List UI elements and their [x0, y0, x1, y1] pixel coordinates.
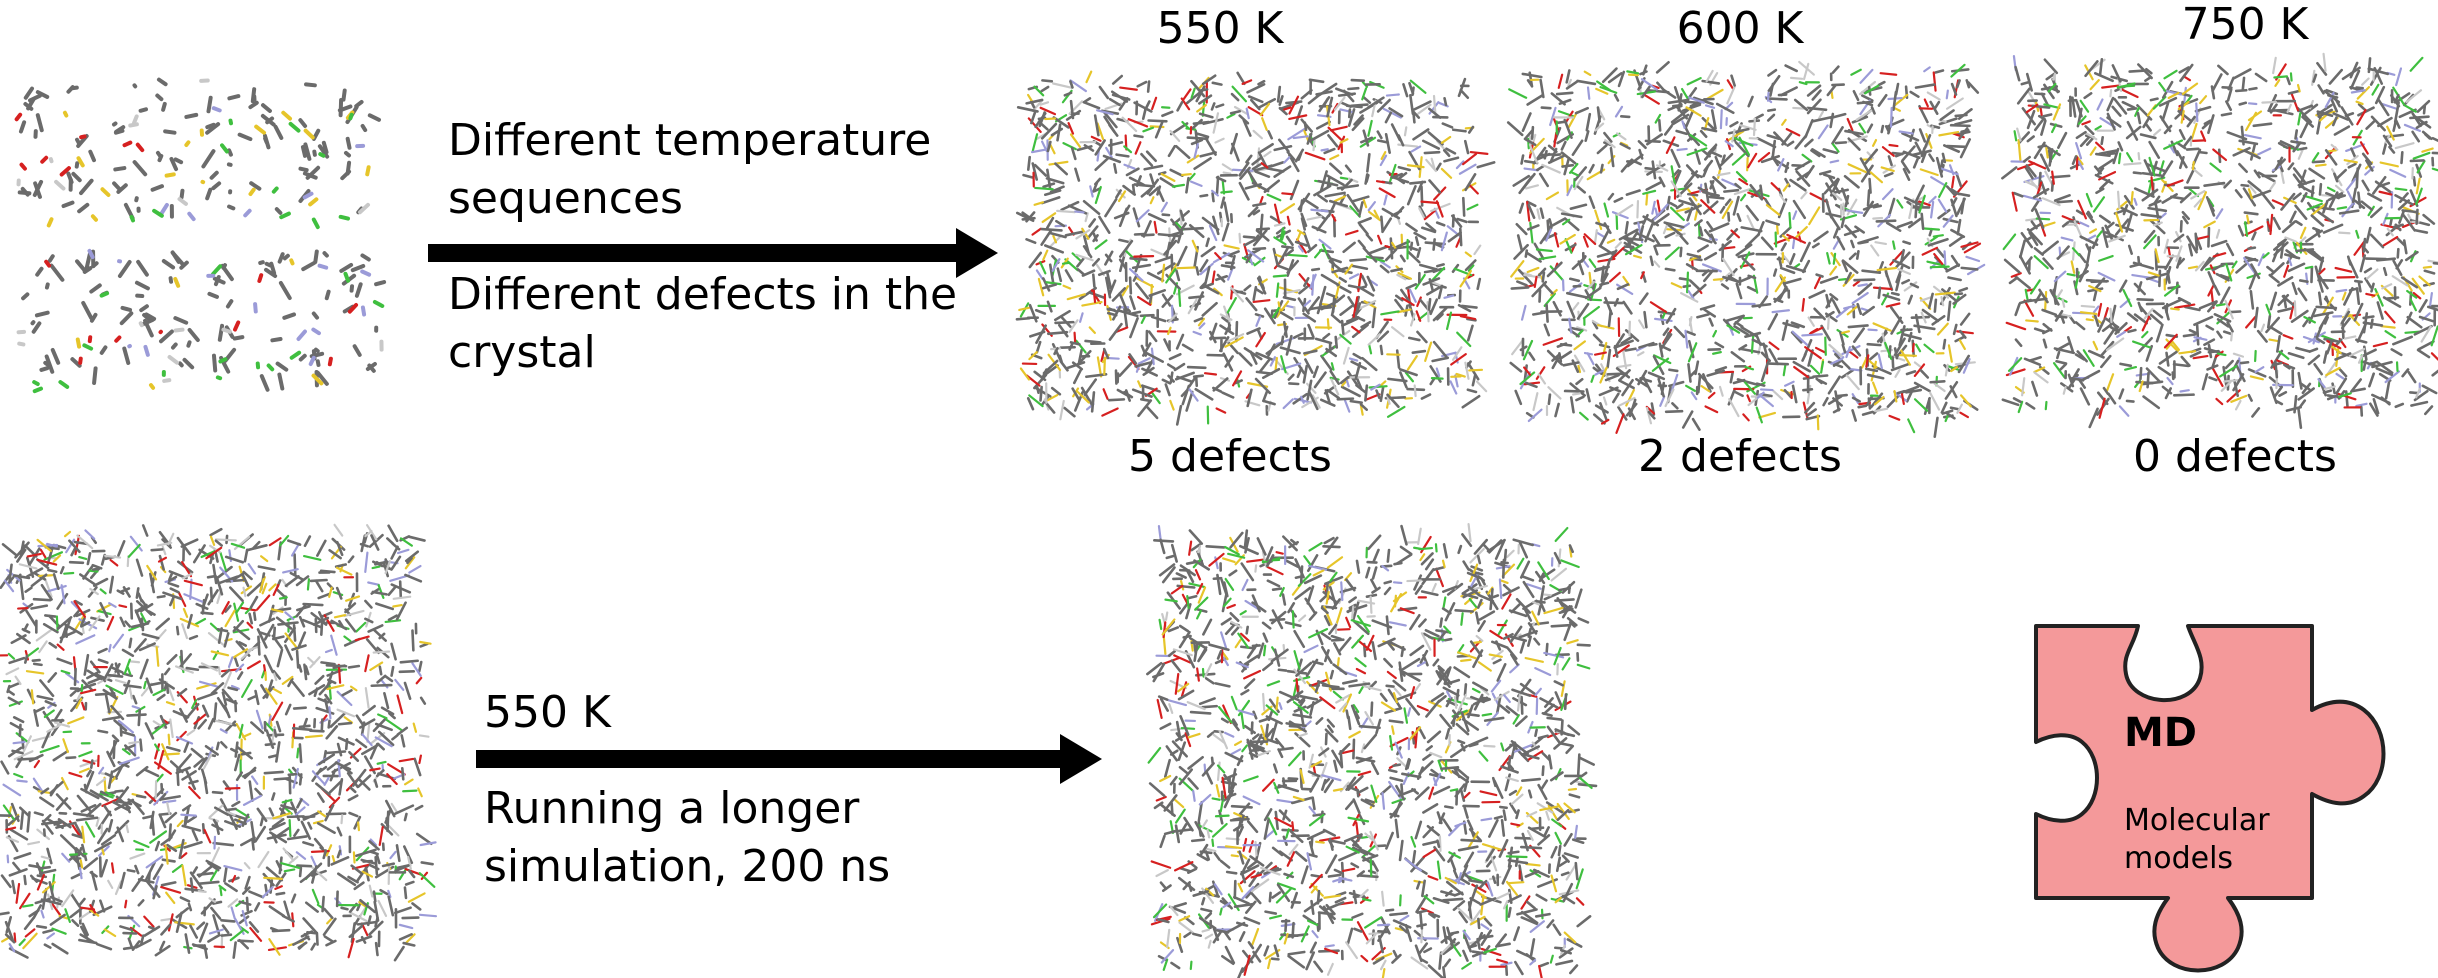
snapshot-1-defects: 5 defects	[1080, 432, 1380, 482]
snapshot-3-defects: 0 defects	[2085, 432, 2385, 482]
bottom-arrow-text-below: Running a longer simulation, 200 ns	[484, 780, 1104, 896]
crystal-structure-image	[14, 40, 394, 420]
bottom-result-image	[1160, 540, 1580, 970]
snapshot-2-image	[1520, 70, 1970, 420]
snapshot-3-temperature: 750 K	[2105, 0, 2385, 50]
bottom-arrow-text-above: 550 K	[484, 684, 611, 742]
snapshot-1-image	[1028, 80, 1478, 410]
top-arrow-text-above: Different temperature sequences	[448, 112, 968, 228]
bottom-arrow	[476, 750, 1062, 768]
puzzle-subtitle-line1: Molecular	[2124, 803, 2270, 838]
snapshot-2-defects: 2 defects	[1590, 432, 1890, 482]
snapshot-1-temperature: 550 K	[1080, 4, 1360, 54]
puzzle-piece-shape	[2036, 626, 2384, 971]
top-arrow-text-below: Different defects in the crystal	[448, 266, 968, 382]
snapshot-3-image	[2015, 70, 2435, 410]
bottom-start-image	[6, 535, 422, 950]
puzzle-piece-icon: MD Molecular models	[2030, 618, 2390, 978]
top-arrow	[428, 244, 958, 262]
puzzle-subtitle-line2: models	[2124, 841, 2233, 876]
puzzle-title: MD	[2124, 710, 2197, 756]
snapshot-2-temperature: 600 K	[1600, 4, 1880, 54]
